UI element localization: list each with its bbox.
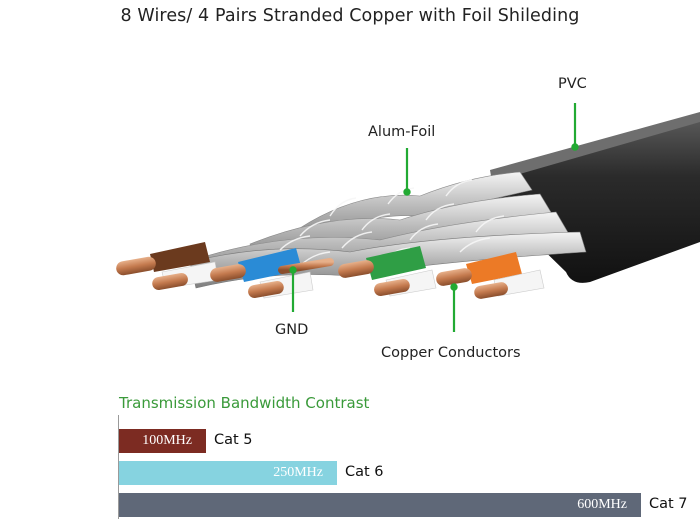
bandwidth-bar: 250MHz xyxy=(119,461,337,485)
wire-group-orange xyxy=(436,252,545,299)
bandwidth-value-label: 250MHz xyxy=(273,465,323,480)
bandwidth-axis-line xyxy=(118,415,119,519)
callout-copper-conductors: Copper Conductors xyxy=(381,345,521,361)
callout-gnd: GND xyxy=(275,322,309,338)
bandwidth-bar: 600MHz xyxy=(119,493,641,517)
bandwidth-category-label: Cat 6 xyxy=(345,464,384,480)
bandwidth-category-label: Cat 7 xyxy=(649,496,688,512)
page-title: 8 Wires/ 4 Pairs Stranded Copper with Fo… xyxy=(120,6,580,26)
wire-group-brown xyxy=(116,242,219,290)
wire-group-blue xyxy=(210,248,314,299)
callout-pvc: PVC xyxy=(558,76,587,92)
bandwidth-category-label: Cat 5 xyxy=(214,432,253,448)
callout-alum-foil: Alum-Foil xyxy=(368,124,436,140)
bandwidth-value-label: 100MHz xyxy=(142,433,192,448)
wire-group-green xyxy=(338,246,437,297)
callout-lines xyxy=(289,103,579,332)
cable-illustration xyxy=(116,103,700,332)
bandwidth-bar: 100MHz xyxy=(119,429,206,453)
bandwidth-value-label: 600MHz xyxy=(577,497,627,512)
bandwidth-chart-title: Transmission Bandwidth Contrast xyxy=(119,394,370,412)
